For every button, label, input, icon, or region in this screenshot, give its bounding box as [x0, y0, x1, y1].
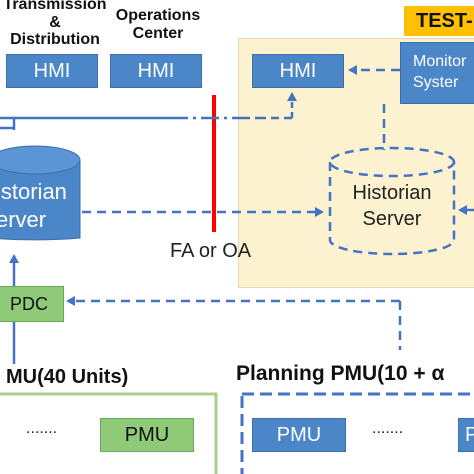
monitor-system-box: Monitor Syster	[400, 42, 474, 104]
ellipsis-right: .......	[372, 420, 404, 437]
pmu-planning-box-1: PMU	[252, 418, 346, 452]
ellipsis-left: .......	[26, 420, 58, 437]
pdc-box: PDC	[0, 286, 64, 322]
historian-left-cylinder	[0, 145, 81, 241]
fa-oa-label: FA or OA	[170, 240, 252, 262]
historian-right-cylinder	[328, 146, 456, 256]
pmu-planning-box-2: P	[458, 418, 474, 452]
historian-right-label: Historian Server	[352, 182, 432, 230]
hmi-right: HMI	[252, 54, 344, 88]
pmu-40-label: MU(40 Units)	[6, 366, 129, 388]
pmu-green-box: PMU	[100, 418, 194, 452]
transmission-label: Transmission & Distribution	[3, 0, 107, 49]
hmi-left: HMI	[6, 54, 98, 88]
planning-pmu-label: Planning PMU(10 + α	[236, 362, 445, 385]
test-label-text: TEST-	[416, 9, 473, 32]
historian-left-label: istorian erver	[0, 179, 67, 232]
operations-label: Operations Center	[115, 7, 201, 42]
hmi-center: HMI	[110, 54, 202, 88]
test-label: TEST-	[404, 6, 474, 36]
